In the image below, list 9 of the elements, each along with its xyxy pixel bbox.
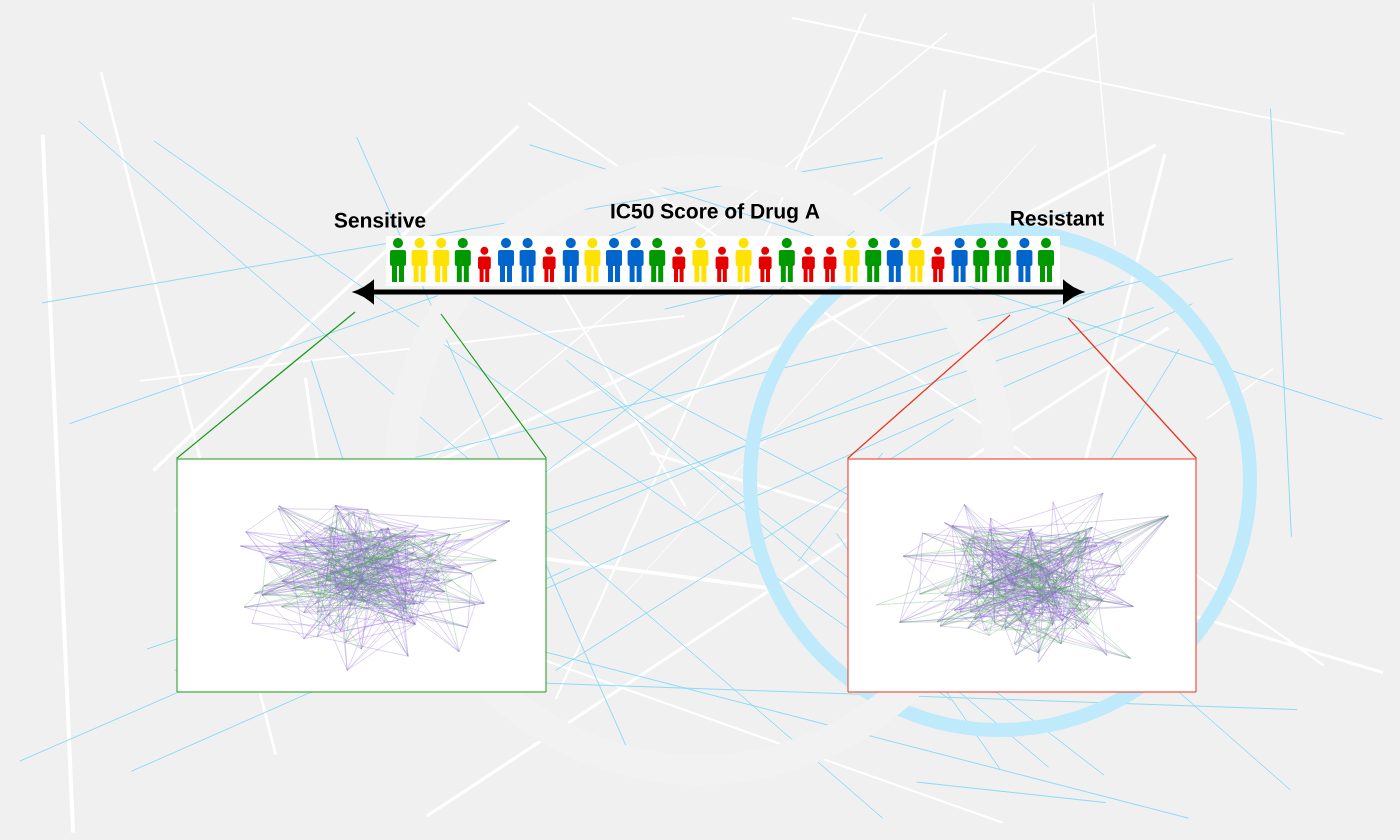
network-graph-picture <box>176 458 547 693</box>
leader-line <box>440 313 548 460</box>
axis-label: Sensitive <box>334 212 426 228</box>
network-graph-picture <box>847 458 1197 693</box>
leader-line <box>175 311 356 460</box>
leader-line <box>1067 317 1198 460</box>
axis-label: IC50 Score of Drug A <box>611 203 820 223</box>
axis-label: Resistant <box>1011 210 1104 226</box>
leader-line <box>846 314 1011 460</box>
